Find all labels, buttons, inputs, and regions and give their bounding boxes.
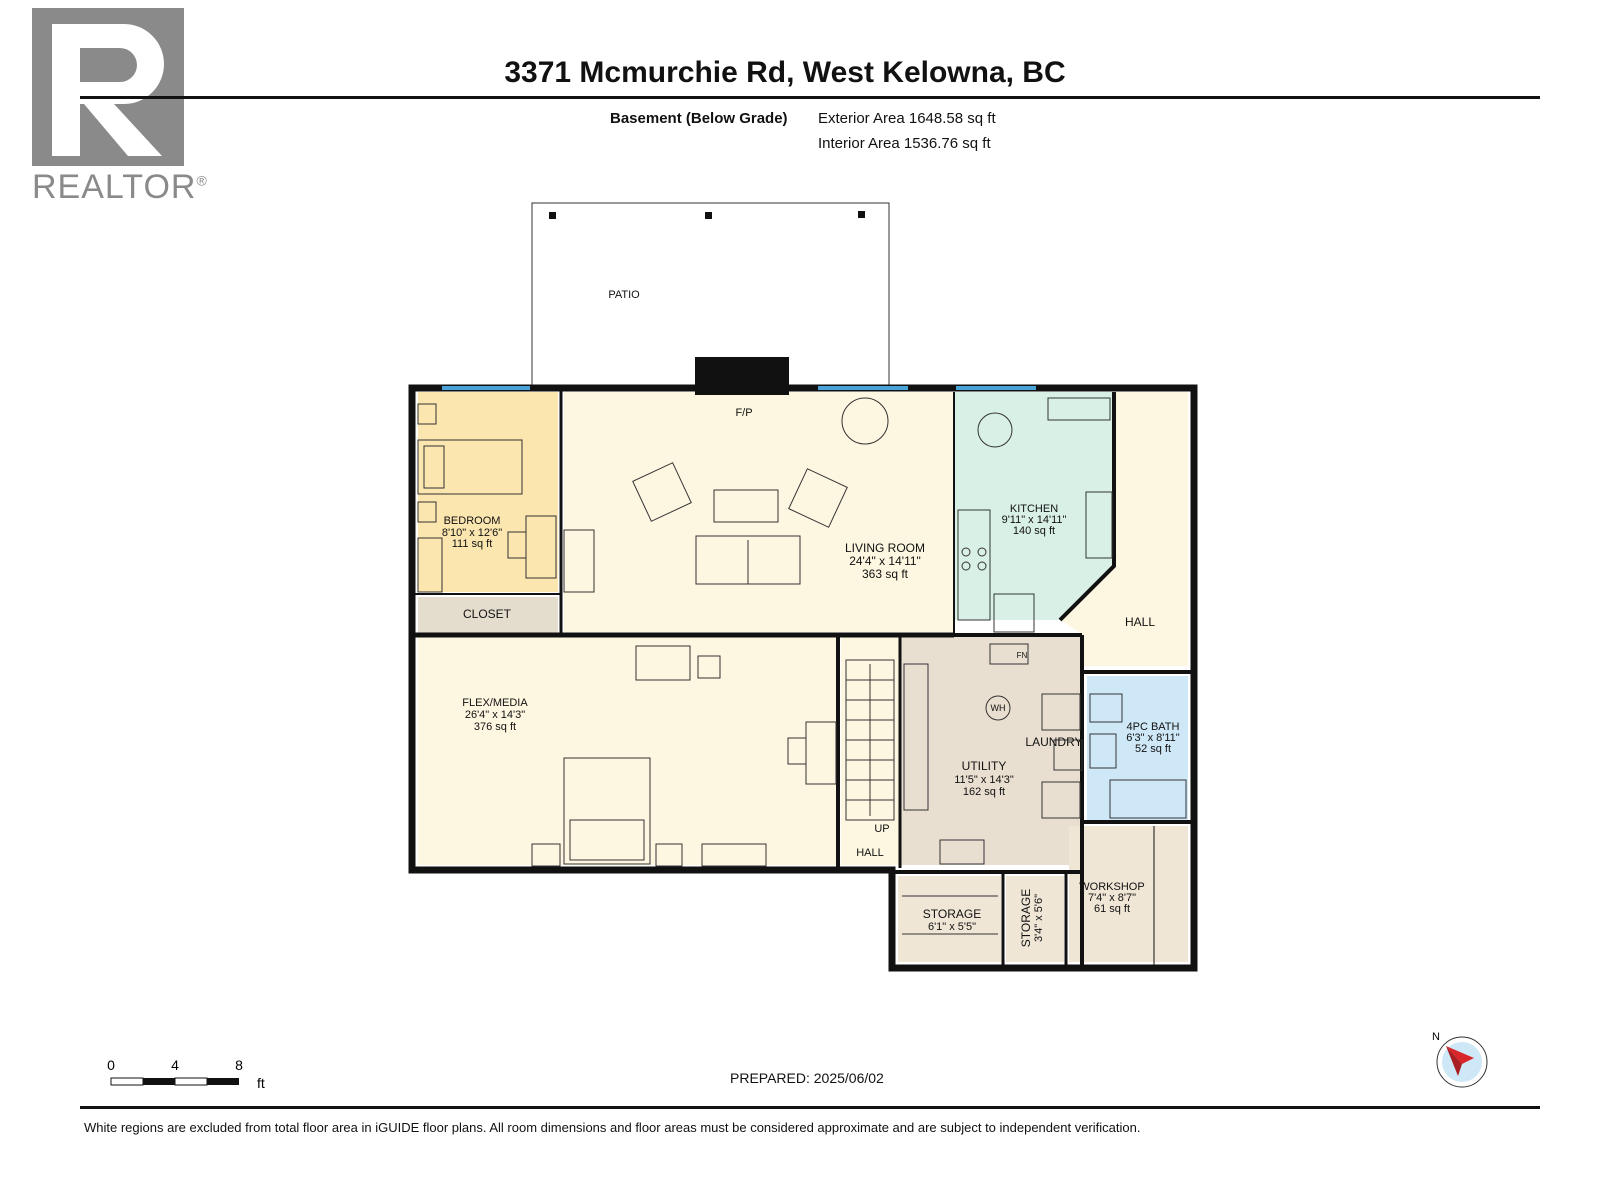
hall-right-label: HALL [1125, 615, 1155, 629]
page-title: 3371 Mcmurchie Rd, West Kelowna, BC [504, 56, 1066, 89]
kitchen-name: KITCHEN [1010, 503, 1058, 515]
closet-area [418, 597, 558, 633]
flex-name: FLEX/MEDIA [462, 697, 528, 709]
storage2-area [1006, 876, 1064, 962]
flex-furniture [531, 645, 837, 867]
utility-name: UTILITY [962, 759, 1007, 773]
north-compass-icon: N [1432, 1031, 1488, 1088]
water-heater-label: WH [991, 703, 1006, 713]
workshop-area [1069, 826, 1188, 962]
kitchen-furniture [957, 397, 1113, 633]
interior-area: Interior Area 1536.76 sq ft [818, 135, 991, 152]
workshop-area-text: 61 sq ft [1094, 903, 1130, 915]
stairs-up-label: UP [874, 823, 889, 835]
bedroom-furniture [417, 403, 595, 593]
storage1-area [898, 876, 1001, 962]
hall-area [1060, 392, 1188, 666]
bath-area-text: 52 sq ft [1135, 743, 1171, 755]
bedroom-area [418, 392, 558, 592]
scale-label-4: 4 [171, 1057, 179, 1073]
flex-area-text: 376 sq ft [474, 721, 516, 733]
kitchen-area [954, 392, 1114, 620]
walls [408, 384, 1198, 972]
utility-dims: 11'5" x 14'3" [954, 774, 1014, 786]
kitchen-dims: 9'11" x 14'11" [1002, 514, 1067, 526]
bath-fixtures [1089, 693, 1187, 819]
storage-shelves [902, 895, 998, 935]
storage2-name: STORAGE [1019, 889, 1033, 947]
stair-hall-area [841, 637, 901, 865]
bedroom-name: BEDROOM [444, 515, 501, 527]
staircase [845, 659, 895, 821]
scale-unit: ft [257, 1075, 265, 1091]
compass-north-label: N [1432, 1031, 1440, 1043]
scale-label-0: 0 [107, 1057, 115, 1073]
bath-dims: 6'3" x 8'11" [1126, 732, 1179, 744]
flex-dims: 26'4" x 14'3" [465, 709, 525, 721]
footer-divider [80, 1106, 1540, 1109]
storage1-dims: 6'1" x 5'5" [928, 921, 976, 933]
flex-media-area [418, 637, 836, 865]
storage2-dims: 3'4" x 5'6" [1033, 894, 1045, 942]
bedroom-area-text: 111 sq ft [452, 538, 493, 550]
living-room-area [564, 392, 954, 632]
fireplace [695, 357, 789, 395]
exterior-area: Exterior Area 1648.58 sq ft [818, 110, 996, 127]
prepared-date: PREPARED: 2025/06/02 [730, 1070, 884, 1086]
workshop-dims: 7'4" x 8'7" [1088, 892, 1136, 904]
kitchen-area-text: 140 sq ft [1013, 525, 1055, 537]
living-area-text: 363 sq ft [862, 567, 909, 581]
storage1-name: STORAGE [923, 907, 981, 921]
realtor-logo [32, 8, 184, 166]
patio-label: PATIO [608, 289, 640, 301]
living-name: LIVING ROOM [845, 541, 925, 555]
furnace-label: FN [1017, 651, 1028, 660]
living-dims: 24'4" x 14'11" [849, 554, 921, 568]
fireplace-label: F/P [735, 407, 752, 419]
living-furniture [632, 397, 889, 585]
workshop-name: WORKSHOP [1079, 881, 1144, 893]
level-label: Basement (Below Grade) [610, 110, 788, 127]
bath-area [1087, 676, 1188, 820]
laundry-label: LAUNDRY [1025, 735, 1082, 749]
utility-furniture [903, 643, 1083, 865]
scale-bar: 0 4 8 ft [107, 1057, 265, 1091]
realtor-r-icon [32, 8, 184, 166]
realtor-wordmark: REALTOR® [32, 168, 208, 206]
closet-label: CLOSET [463, 607, 512, 621]
utility-area [901, 637, 1081, 865]
bath-name: 4PC BATH [1127, 721, 1180, 733]
scale-label-8: 8 [235, 1057, 243, 1073]
utility-area-text: 162 sq ft [963, 786, 1005, 798]
stair-hall-label: HALL [856, 847, 884, 859]
header-divider [80, 96, 1540, 99]
bedroom-dims: 8'10" x 12'6" [442, 527, 502, 539]
disclaimer-text: White regions are excluded from total fl… [84, 1120, 1141, 1135]
storage2-label-group: STORAGE 3'4" x 5'6" [1019, 889, 1045, 947]
